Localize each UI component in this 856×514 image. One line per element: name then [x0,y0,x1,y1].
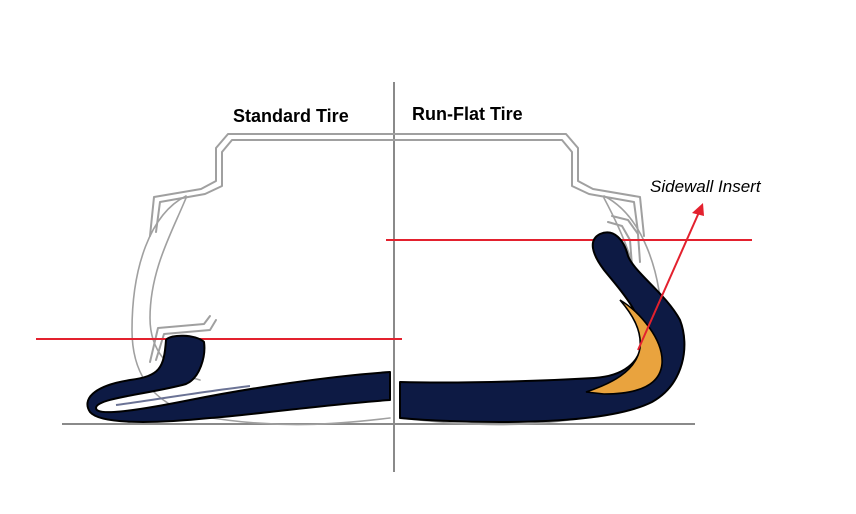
runflat-tire-supported-shape [399,231,686,423]
wheel-rim-outline [149,133,645,363]
standard-tire-title: Standard Tire [233,106,349,126]
sidewall-insert-callout-arrow [637,203,704,351]
sidewall-insert-label: Sidewall Insert [650,177,761,196]
sidewall-insert-shape [585,299,663,395]
standard-tire-collapsed-shape [86,334,391,423]
standard-tire-fold [115,385,251,406]
arrow-head [692,203,704,216]
runflat-tire-title: Run-Flat Tire [412,104,523,124]
arrow-shaft [637,209,701,351]
